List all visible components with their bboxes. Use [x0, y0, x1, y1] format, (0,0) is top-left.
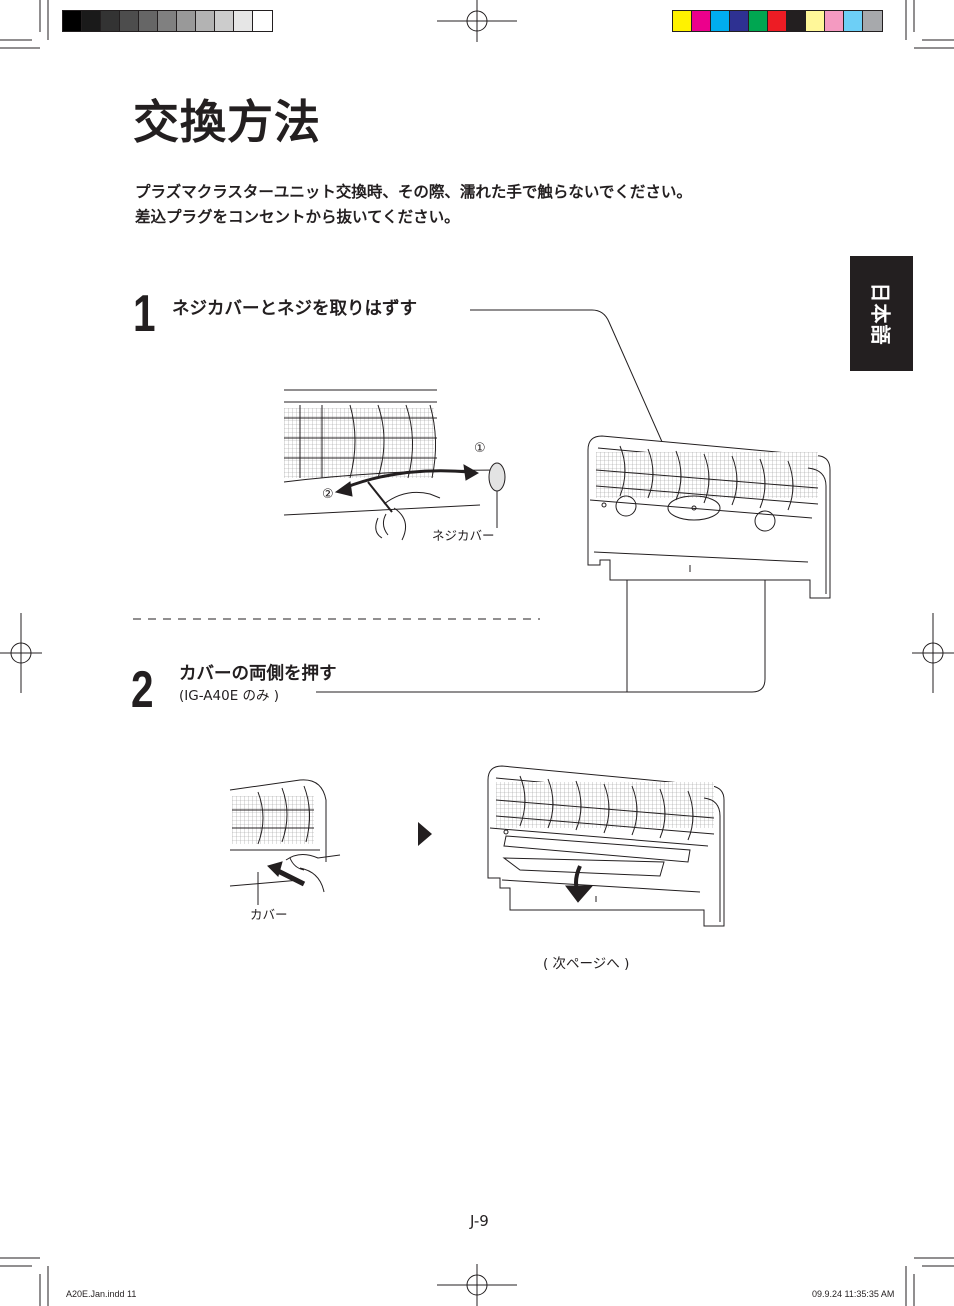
step-2-number: 2	[131, 661, 154, 719]
sequence-arrow-icon	[418, 822, 432, 846]
gray-swatch-6	[158, 11, 177, 31]
process-color-bar	[672, 10, 883, 32]
gray-swatch-1	[63, 11, 82, 31]
warning-line-1: プラズマクラスターユニット交換時、その際、濡れた手で触らないでください。	[135, 183, 692, 201]
color-swatch-9	[825, 11, 844, 31]
page-number: J-9	[470, 1212, 489, 1230]
gray-swatch-2	[82, 11, 101, 31]
gray-swatch-10	[234, 11, 253, 31]
color-swatch-4	[730, 11, 749, 31]
step-1-leader-line	[470, 309, 691, 506]
gray-swatch-3	[101, 11, 120, 31]
color-swatch-11	[863, 11, 882, 31]
screw-cover-label: ネジカバー	[432, 528, 495, 543]
callout-1-number: ①	[474, 441, 486, 456]
gray-swatch-11	[253, 11, 272, 31]
gray-swatch-5	[139, 11, 158, 31]
color-swatch-5	[749, 11, 768, 31]
color-swatch-7	[787, 11, 806, 31]
language-tab: 日本語	[850, 256, 913, 371]
gray-swatch-9	[215, 11, 234, 31]
screw-cover-detail-illustration	[283, 389, 506, 541]
slug-file-name: A20E.Jan.indd 11	[66, 1289, 137, 1299]
cover-press-detail-illustration	[229, 779, 341, 905]
grayscale-color-bar	[62, 10, 273, 32]
color-swatch-1	[673, 11, 692, 31]
page-title: 交換方法	[133, 95, 321, 149]
color-swatch-3	[711, 11, 730, 31]
color-swatch-6	[768, 11, 787, 31]
slug-timestamp: 09.9.24 11:35:35 AM	[812, 1289, 895, 1299]
gray-swatch-4	[120, 11, 139, 31]
step-2-title: カバーの両側を押す	[179, 664, 337, 684]
air-purifier-front-illustration	[587, 435, 831, 599]
cover-label: カバー	[250, 907, 288, 922]
callout-2-number: ②	[322, 487, 334, 502]
color-swatch-2	[692, 11, 711, 31]
step-2-model-note: (IG-A40E のみ )	[179, 688, 280, 704]
gray-swatch-8	[196, 11, 215, 31]
color-swatch-8	[806, 11, 825, 31]
step-1-title: ネジカバーとネジを取りはずす	[172, 299, 417, 319]
color-swatch-10	[844, 11, 863, 31]
gray-swatch-7	[177, 11, 196, 31]
air-purifier-cover-open-illustration	[487, 765, 725, 927]
next-page-note: ( 次ページへ )	[543, 956, 630, 972]
step-1-number: 1	[133, 285, 156, 343]
warning-line-2: 差込プラグをコンセントから抜いてください。	[135, 208, 460, 226]
